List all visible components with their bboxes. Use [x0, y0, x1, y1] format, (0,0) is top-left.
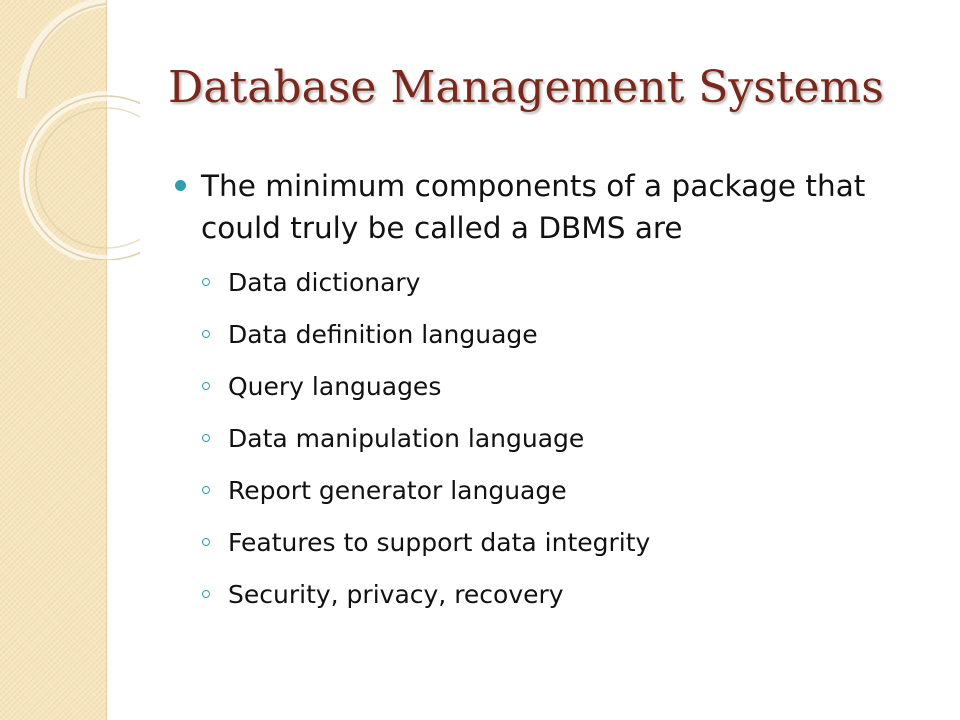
list-item: Features to support data integrity	[170, 517, 930, 569]
list-item-text: Data definition language	[228, 320, 538, 349]
slide-content: The minimum components of a package that…	[170, 165, 930, 621]
hollow-bullet-icon	[202, 538, 210, 546]
list-item-text: Report generator language	[228, 476, 567, 505]
main-bullet-text: The minimum components of a package that…	[201, 169, 866, 245]
sub-bullet-list: Data dictionary Data definition language…	[170, 257, 930, 621]
hollow-bullet-icon	[202, 382, 210, 390]
hollow-bullet-icon	[202, 590, 210, 598]
list-item-text: Data manipulation language	[228, 424, 585, 453]
list-item: Report generator language	[170, 465, 930, 517]
list-item: Data definition language	[170, 309, 930, 361]
list-item: Data dictionary	[170, 257, 930, 309]
hollow-bullet-icon	[202, 486, 210, 494]
hollow-bullet-icon	[202, 434, 210, 442]
filled-bullet-icon	[175, 180, 186, 191]
list-item-text: Query languages	[228, 372, 442, 401]
list-item: Data manipulation language	[170, 413, 930, 465]
list-item-text: Data dictionary	[228, 268, 421, 297]
main-bullet: The minimum components of a package that…	[170, 165, 930, 249]
hollow-bullet-icon	[202, 330, 210, 338]
hollow-bullet-icon	[202, 278, 210, 286]
decorative-circles-icon	[17, 0, 140, 260]
list-item: Query languages	[170, 361, 930, 413]
slide-title: Database Management Systems	[168, 62, 884, 113]
list-item-text: Features to support data integrity	[228, 528, 651, 557]
list-item: Security, privacy, recovery	[170, 569, 930, 621]
list-item-text: Security, privacy, recovery	[228, 580, 564, 609]
